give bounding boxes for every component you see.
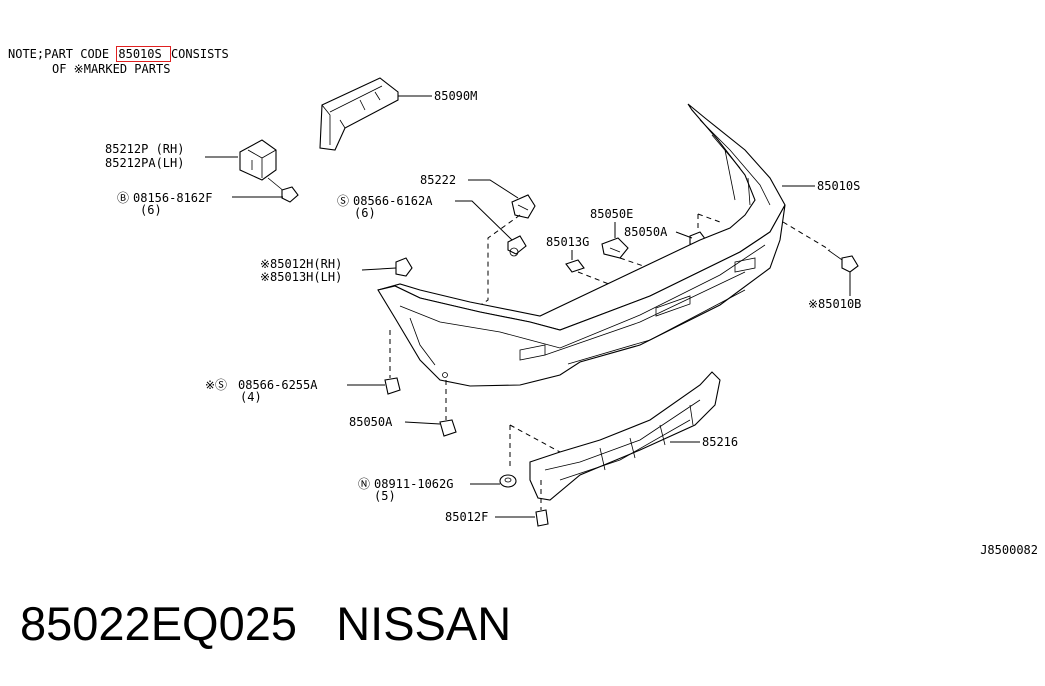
label-85212pa: 85212PA(LH) xyxy=(105,156,184,170)
label-08566b-prefix: ※Ⓢ xyxy=(205,378,227,392)
label-85013h: ※85013H(LH) xyxy=(260,270,342,284)
clip-85012h xyxy=(395,257,413,277)
note-line-2: OF ※MARKED PARTS xyxy=(52,62,171,76)
label-85010s: 85010S xyxy=(817,179,860,193)
label-85090m: 85090M xyxy=(434,89,477,103)
screw-08566-6162a xyxy=(507,235,527,257)
note-line-1: NOTE;PART CODE 85010S CONSISTS xyxy=(8,46,229,62)
clip-85050a-bottom xyxy=(439,419,457,437)
label-08911-prefix: Ⓝ xyxy=(358,477,370,491)
clip-85012f xyxy=(535,509,549,527)
label-85216: 85216 xyxy=(702,435,738,449)
note-suffix: CONSISTS xyxy=(170,47,229,61)
note-prefix: NOTE;PART CODE xyxy=(8,47,117,61)
label-85222: 85222 xyxy=(420,173,456,187)
leader-85012h xyxy=(361,267,397,271)
label-08566a-qty: (6) xyxy=(354,206,376,220)
bracket-85090m xyxy=(319,77,399,151)
leader-85050a-bottom xyxy=(404,421,441,425)
label-08156-prefix: Ⓑ xyxy=(117,191,129,205)
label-08911-qty: (5) xyxy=(374,489,396,503)
bolt-08156 xyxy=(267,177,299,203)
label-85050a-bottom: 85050A xyxy=(349,415,393,429)
clip-85050e xyxy=(601,237,629,259)
bumper-fascia-85010s xyxy=(377,103,786,387)
leader-08566a xyxy=(455,200,513,241)
label-08566b: 08566-6255A xyxy=(238,378,318,392)
lower-cover-85216 xyxy=(529,371,721,501)
label-08156-qty: (6) xyxy=(140,203,162,217)
label-08566a-prefix: Ⓢ xyxy=(337,194,349,208)
parts-note: NOTE;PART CODE 85010S CONSISTS OF ※MARKE… xyxy=(8,46,229,77)
label-85010b: ※85010B xyxy=(808,297,861,311)
label-85050e: 85050E xyxy=(590,207,633,221)
note-highlighted-code: 85010S xyxy=(116,46,171,62)
screw-08566-6255a xyxy=(384,377,401,395)
label-08156: 08156-8162F xyxy=(133,191,212,205)
bracket-85222 xyxy=(511,194,536,219)
label-85050a-top: 85050A xyxy=(624,225,668,239)
label-85212p: 85212P (RH) xyxy=(105,142,184,156)
label-85012f: 85012F xyxy=(445,510,488,524)
label-08566b-qty: (4) xyxy=(240,390,262,404)
part-number-caption: 85022EQ025 NISSAN xyxy=(20,597,512,650)
clip-85013g xyxy=(565,259,585,273)
sensor-bracket-85212p xyxy=(239,139,277,181)
label-85013g: 85013G xyxy=(546,235,589,249)
nut-08911 xyxy=(499,474,517,488)
leader-85222 xyxy=(468,179,519,199)
leader-85050a-top xyxy=(675,231,693,239)
label-85012h: ※85012H(RH) xyxy=(260,257,342,271)
label-08566a: 08566-6162A xyxy=(353,194,433,208)
screw-85010b xyxy=(827,249,859,273)
label-08911: 08911-1062G xyxy=(374,477,453,491)
diagram-id: J8500082 xyxy=(980,543,1038,557)
